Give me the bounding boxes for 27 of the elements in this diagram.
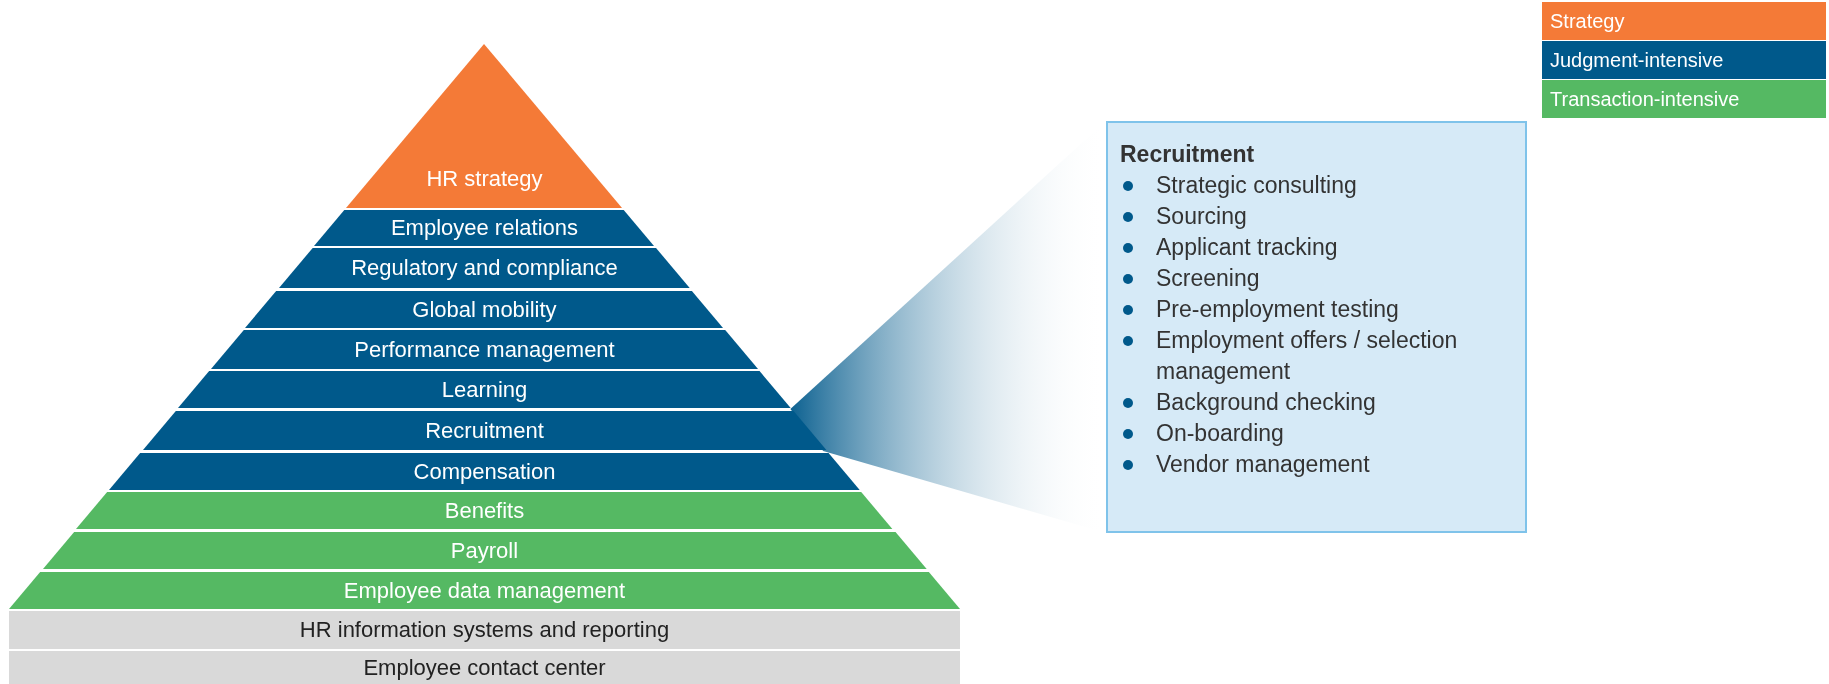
- list-item: Background checking: [1156, 388, 1376, 417]
- list-item: Applicant tracking: [1156, 233, 1338, 262]
- list-item: On-boarding: [1156, 419, 1284, 448]
- tier-label: Benefits: [444, 497, 525, 524]
- tier-label: Regulatory and compliance: [351, 255, 618, 281]
- legend-label: Judgment-intensive: [1550, 49, 1724, 71]
- list-item: Employment offers / selection management: [1156, 326, 1459, 386]
- tier-label: Recruitment: [425, 417, 544, 444]
- tier-label: Employee relations: [390, 215, 579, 241]
- tier-label: Compensation: [413, 458, 556, 485]
- legend-label: Transaction-intensive: [1550, 88, 1740, 110]
- list-item: Sourcing: [1156, 202, 1247, 231]
- list-item: Pre-employment testing: [1156, 295, 1399, 324]
- tier-label: Employee contact center: [363, 654, 606, 681]
- callout-panel: [1106, 121, 1527, 533]
- list-item: Screening: [1156, 264, 1260, 293]
- tier-label: HR information systems and reporting: [299, 617, 670, 643]
- tier-label: Payroll: [450, 537, 519, 564]
- tier-label: Global mobility: [412, 296, 557, 323]
- tier-label: HR strategy: [426, 165, 543, 193]
- callout-heading: Recruitment: [1120, 140, 1256, 169]
- list-item: Vendor management: [1156, 450, 1370, 479]
- tier-label: Learning: [441, 376, 528, 403]
- list-item: Strategic consulting: [1156, 171, 1357, 200]
- tier-label: Employee data management: [343, 577, 626, 604]
- tier-label: Performance management: [354, 336, 615, 363]
- legend-label: Strategy: [1550, 10, 1625, 32]
